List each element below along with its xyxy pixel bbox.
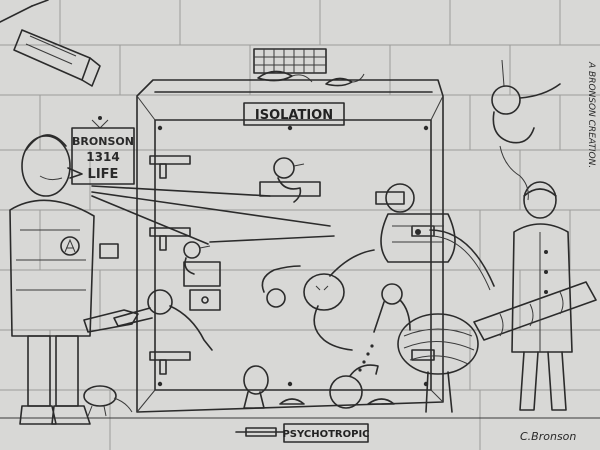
egg-creature bbox=[279, 398, 395, 405]
vent-grille bbox=[253, 48, 327, 74]
bird-creature bbox=[261, 265, 301, 308]
artist-credit: A BRONSON CREATION. bbox=[586, 61, 596, 168]
prisoner-sign-sentence: LIFE bbox=[88, 167, 119, 182]
droplets bbox=[358, 344, 374, 372]
door-hinge bbox=[411, 349, 435, 361]
wall-switch bbox=[99, 243, 119, 259]
door-lock bbox=[183, 261, 221, 311]
isolation-door bbox=[136, 79, 444, 413]
bird-creature bbox=[303, 249, 375, 351]
prisoner-sign-number: 1314 bbox=[86, 150, 119, 164]
cctv-camera-icon bbox=[0, 0, 101, 87]
robot-guard bbox=[375, 183, 495, 291]
ostrich-creature bbox=[373, 283, 479, 413]
prison-guard bbox=[511, 181, 573, 411]
anarchy-symbol-icon bbox=[60, 236, 80, 256]
prisoner-figure bbox=[9, 134, 139, 425]
syringe bbox=[235, 427, 285, 437]
door-label-plate: ISOLATION bbox=[243, 102, 345, 126]
door-label: ISOLATION bbox=[255, 108, 333, 123]
door-bolt bbox=[149, 351, 191, 375]
bird-creature bbox=[273, 157, 305, 203]
egg-creature bbox=[329, 364, 379, 409]
floor-label-plate: PSYCHOTROPIC bbox=[282, 423, 370, 443]
mouse-creature bbox=[83, 385, 133, 417]
artist-signature: C.Bronson bbox=[520, 430, 576, 443]
egg-creature bbox=[243, 365, 269, 409]
door-bolt bbox=[149, 155, 191, 179]
bird-creature bbox=[113, 289, 213, 351]
door-hatch bbox=[259, 181, 321, 197]
prisoner-sign-name: BRONSON bbox=[72, 135, 134, 148]
hanging-creature bbox=[491, 59, 561, 201]
floor-label: PSYCHOTROPIC bbox=[282, 429, 369, 440]
prisoner-sign: BRONSON 1314 LIFE bbox=[71, 116, 135, 185]
gaze-lines bbox=[91, 185, 335, 245]
pipe-tube bbox=[473, 281, 597, 341]
bird-creature bbox=[183, 241, 211, 275]
